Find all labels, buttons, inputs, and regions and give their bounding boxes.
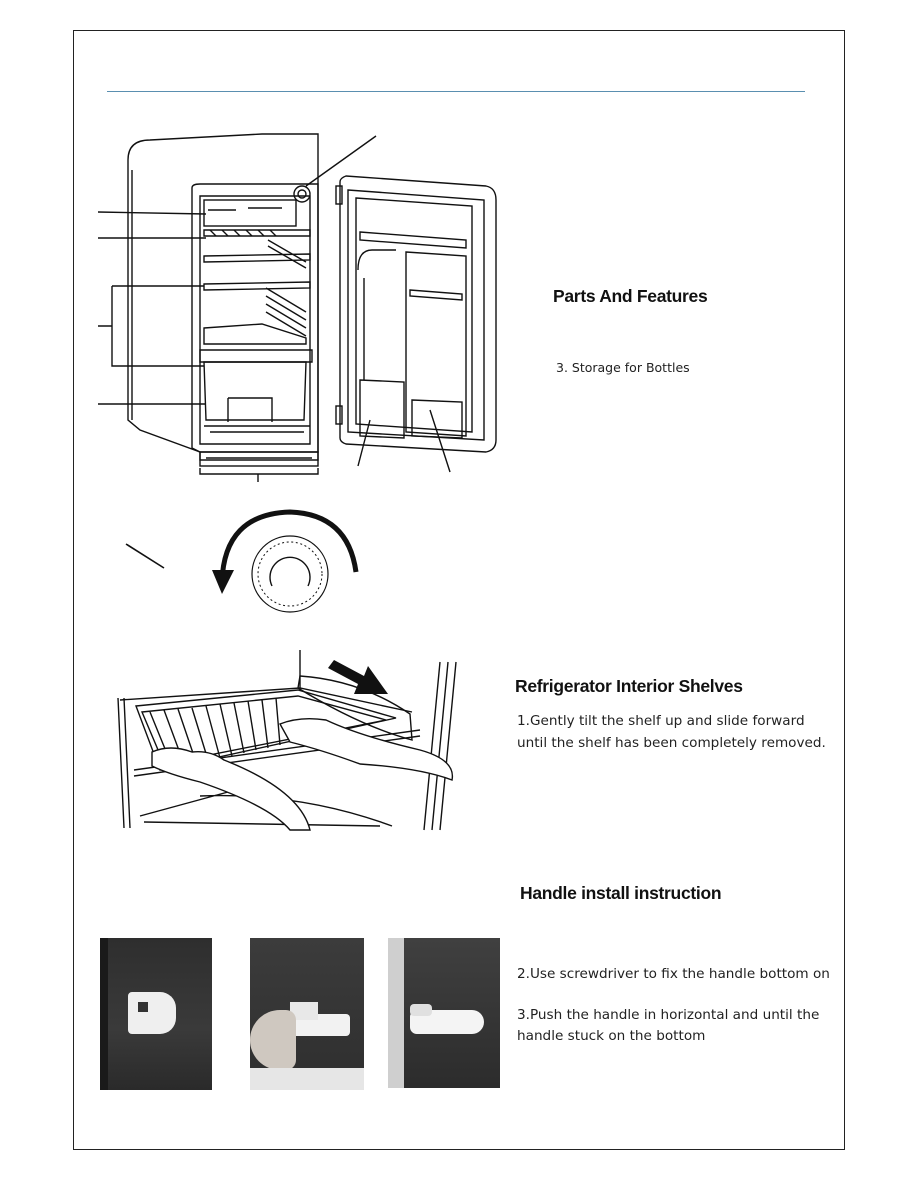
handle-step-2: 2.Use screwdriver to fix the handle bott… xyxy=(517,966,830,982)
shelves-step-1-line-1: 1.Gently tilt the shelf up and slide for… xyxy=(517,713,805,729)
handle-heading: Handle install instruction xyxy=(520,883,722,903)
arrow-head xyxy=(212,570,234,594)
leader-line xyxy=(98,285,204,367)
handle-step-photo-1 xyxy=(100,938,212,1090)
removal-arrow-icon xyxy=(328,660,388,694)
hand-right xyxy=(279,717,454,781)
rotation-arrow xyxy=(219,509,359,583)
header-rule xyxy=(107,91,805,92)
leader-line xyxy=(199,468,319,482)
handle-step-3-line-1: 3.Push the handle in horizontal and unti… xyxy=(517,1007,820,1023)
shelf-1 xyxy=(203,229,311,237)
shelf-3 xyxy=(203,281,311,291)
door-bottle-rack xyxy=(359,379,405,439)
page-frame xyxy=(73,30,845,1150)
thermostat-knob xyxy=(293,185,311,203)
door-shelf-1 xyxy=(359,231,467,249)
leader-line xyxy=(357,419,371,467)
dial-pointer-line xyxy=(125,543,165,569)
leader-line xyxy=(97,211,207,215)
shelves-heading: Refrigerator Interior Shelves xyxy=(515,676,743,696)
shelf-4 xyxy=(203,323,307,345)
crisper-drawer xyxy=(199,349,313,363)
handle-step-3-line-2: handle stuck on the bottom xyxy=(517,1028,706,1044)
parts-heading: Parts And Features xyxy=(553,286,708,306)
leader-line xyxy=(305,135,377,187)
leader-line xyxy=(429,409,451,473)
shelf-frame xyxy=(135,689,397,771)
handle-step-photo-2 xyxy=(250,938,364,1090)
handle-step-photo-3 xyxy=(388,938,500,1088)
dial-face xyxy=(251,535,329,613)
shelves-step-1-line-2: until the shelf has been completely remo… xyxy=(517,735,826,751)
shelf-2 xyxy=(203,253,311,263)
parts-item-3: 3. Storage for Bottles xyxy=(556,360,690,375)
hand-left xyxy=(151,747,311,831)
door-outline xyxy=(339,175,497,453)
